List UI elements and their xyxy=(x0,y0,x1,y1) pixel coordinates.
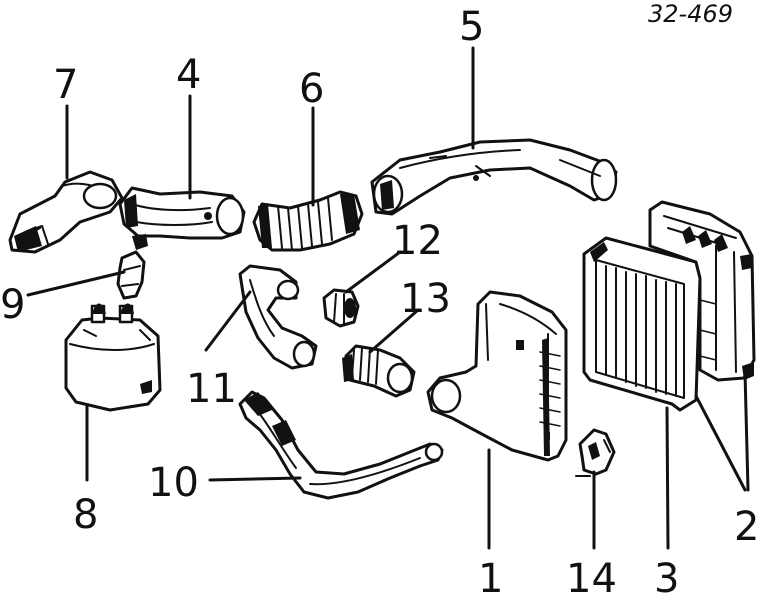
part-6-corrugated-hose xyxy=(252,190,364,252)
leader-10 xyxy=(208,476,302,482)
part-13-clamp xyxy=(342,344,416,398)
callout-8: 8 xyxy=(73,492,98,538)
callout-1: 1 xyxy=(478,556,503,600)
leader-lines xyxy=(26,46,750,550)
callout-11: 11 xyxy=(186,366,237,412)
callout-14: 14 xyxy=(566,556,617,600)
part-10-long-pipe xyxy=(238,390,444,500)
leader-13 xyxy=(368,308,420,354)
leader-9 xyxy=(26,270,126,297)
callout-2: 2 xyxy=(734,504,759,550)
part-4-air-duct xyxy=(118,186,246,240)
part-8-reservoir xyxy=(64,303,162,412)
leader-3 xyxy=(665,406,670,550)
part-5-intake-tube xyxy=(370,138,618,216)
callout-6: 6 xyxy=(299,66,324,112)
callout-4: 4 xyxy=(176,52,201,98)
callout-3: 3 xyxy=(654,556,679,600)
leader-11 xyxy=(204,290,252,352)
part-14-bracket xyxy=(575,428,616,477)
callout-5: 5 xyxy=(459,4,484,50)
callout-13: 13 xyxy=(400,276,451,322)
part-9-small-hose xyxy=(116,234,148,300)
part-11-bent-hose xyxy=(238,264,318,370)
callout-9: 9 xyxy=(0,282,25,328)
part-7-intake-elbow xyxy=(8,170,124,254)
callout-7: 7 xyxy=(53,62,78,108)
callout-12: 12 xyxy=(392,218,443,264)
leader-2a xyxy=(694,394,747,492)
reference-code: 32-469 xyxy=(648,0,733,28)
part-12-coupling xyxy=(322,288,360,328)
callout-10: 10 xyxy=(148,460,199,506)
leader-12 xyxy=(344,250,402,294)
callout-labels: 1 2 3 4 5 6 7 8 9 10 11 12 13 14 xyxy=(0,4,759,600)
leader-2b xyxy=(743,370,750,492)
part-3-filter-element xyxy=(582,236,702,412)
part-1-air-box xyxy=(426,290,568,462)
